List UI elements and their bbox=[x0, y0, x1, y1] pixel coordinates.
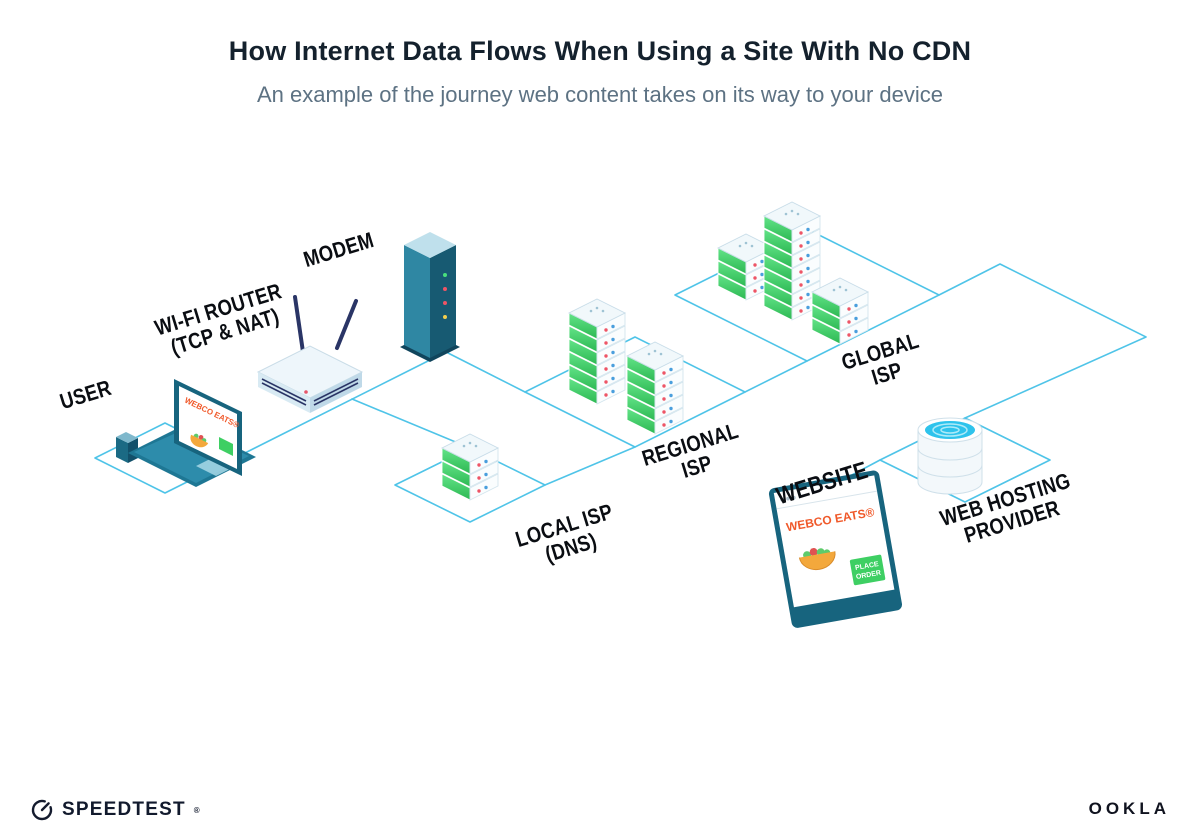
website-order-button: PLACE ORDER bbox=[849, 554, 886, 586]
header: How Internet Data Flows When Using a Sit… bbox=[0, 36, 1200, 108]
local-to-regional-line bbox=[544, 446, 636, 486]
global-stack-right bbox=[811, 277, 869, 345]
junction-to-local-isp-line bbox=[351, 398, 471, 449]
modem-led-1 bbox=[443, 273, 447, 277]
regional-isp-servers bbox=[568, 298, 684, 435]
browser-toolbar-divider bbox=[776, 490, 878, 510]
speedtest-gauge-icon bbox=[31, 799, 53, 821]
user-to-modem-line bbox=[234, 359, 431, 459]
modem-face-left bbox=[404, 245, 430, 358]
hosting-to-website-line bbox=[849, 459, 881, 477]
user-laptop: WEBCO EATS® bbox=[116, 379, 256, 487]
web-hosting-database bbox=[917, 417, 983, 495]
laptop-order-badge bbox=[219, 437, 233, 456]
laptop-trackpad bbox=[196, 459, 230, 476]
page-title: How Internet Data Flows When Using a Sit… bbox=[228, 36, 972, 66]
modem-to-regional-line bbox=[447, 352, 526, 393]
modem-top bbox=[404, 232, 456, 258]
global-to-hosting-line bbox=[938, 263, 1147, 419]
regional-stack-front bbox=[626, 341, 684, 435]
db-water-ripple-2 bbox=[940, 426, 960, 434]
router-stripes-left bbox=[261, 378, 307, 406]
browser-dot-3 bbox=[792, 495, 796, 500]
browser-dot-1 bbox=[780, 497, 784, 502]
footer: SPEEDTEST ® OOKLA bbox=[0, 790, 1200, 824]
wifi-router-device bbox=[256, 295, 364, 413]
modem-face-right bbox=[430, 245, 456, 358]
router-side-right bbox=[310, 372, 362, 413]
website-browser: WEBCO EATS® PLACE ORDER bbox=[768, 470, 903, 628]
db-body bbox=[917, 430, 983, 495]
svg-text:ORDER: ORDER bbox=[855, 570, 881, 581]
regional-to-global-line bbox=[744, 360, 808, 393]
laptop-taco-icon bbox=[190, 433, 209, 448]
ookla-logo: OOKLA bbox=[1088, 799, 1170, 818]
website-taco-icon bbox=[798, 548, 836, 571]
svg-text:PLACE: PLACE bbox=[855, 561, 880, 572]
speedtest-logo: SPEEDTEST ® bbox=[30, 798, 200, 822]
modem-led-2 bbox=[443, 287, 447, 291]
db-water-ripple-1 bbox=[932, 423, 968, 437]
db-ring-2 bbox=[917, 464, 983, 478]
modem-device bbox=[400, 232, 460, 362]
page-subtitle: An example of the journey web content ta… bbox=[256, 82, 944, 107]
speedtest-wordmark: SPEEDTEST bbox=[62, 799, 186, 820]
browser-dot-2 bbox=[786, 496, 790, 501]
modem-led-4 bbox=[443, 315, 447, 319]
router-led bbox=[304, 390, 308, 394]
speedtest-registered-mark: ® bbox=[193, 805, 200, 815]
phone-icon bbox=[116, 432, 138, 463]
modem-led-3 bbox=[443, 301, 447, 305]
router-side-left bbox=[258, 372, 310, 413]
router-stripes-right bbox=[313, 378, 359, 406]
router-antenna-left bbox=[293, 295, 305, 354]
db-ring-1 bbox=[917, 447, 983, 461]
local-isp-servers bbox=[441, 433, 499, 501]
regional-stack-back bbox=[568, 298, 626, 405]
global-isp-servers bbox=[717, 201, 869, 345]
router-antenna-right bbox=[335, 299, 358, 350]
